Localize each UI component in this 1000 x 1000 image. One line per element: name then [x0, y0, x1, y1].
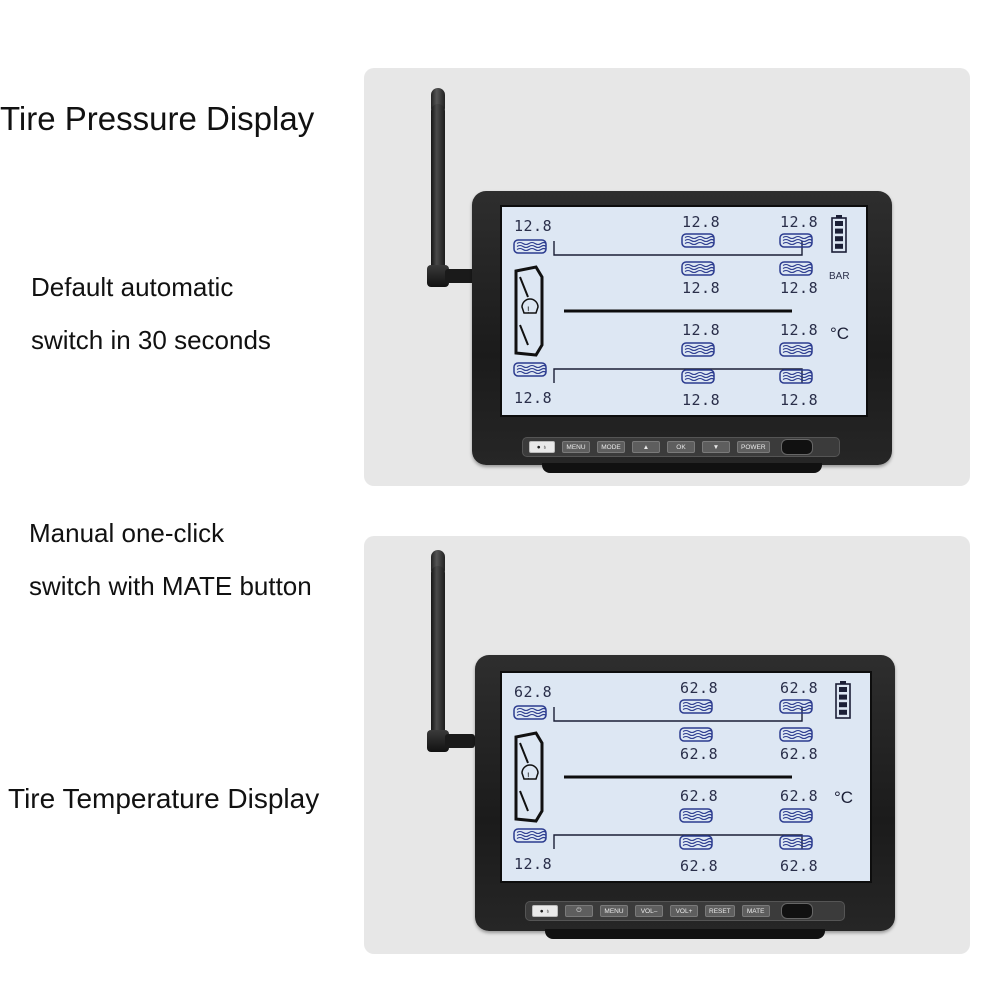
tire-reading: 12.8	[780, 279, 818, 297]
front-axle-line	[553, 707, 803, 722]
pressure-unit-label: BAR	[829, 271, 850, 282]
tire-reading: 12.8	[780, 213, 818, 231]
tire-reading: 12.8	[682, 213, 720, 231]
tire-reading: 12.8	[682, 321, 720, 339]
control-bar-bottom: ● ♁ ⏻ MENU VOL– VOL+ RESET MATE	[525, 901, 845, 921]
svg-text:!: !	[527, 771, 530, 781]
tpms-monitor-pressure: ! 12.8 12.8 12.8 12.8 12.8 12.8 12.8 12.8 12.8 12.…	[472, 191, 892, 473]
tire-icon	[513, 828, 547, 843]
temperature-unit-label: °C	[834, 788, 853, 807]
tire-reading: 62.8	[680, 679, 718, 697]
temperature-unit-label: °C	[830, 324, 849, 343]
tpms-monitor-temperature: ! 62.8 12.8 62.8 62.8 62.8 62.8 62.8 62.8 62.8 62.…	[475, 655, 895, 939]
volume-up-button[interactable]: VOL+	[670, 905, 698, 917]
menu-button[interactable]: MENU	[562, 441, 590, 453]
tire-icon	[779, 261, 813, 276]
lcd-screen-temperature: ! 62.8 12.8 62.8 62.8 62.8 62.8 62.8 62.8 62.8 62.…	[500, 671, 872, 883]
tire-reading: 12.8	[514, 217, 552, 235]
truck-warning-icon: !	[514, 731, 544, 823]
rear-axle-line	[553, 834, 803, 849]
tire-icon	[513, 362, 547, 377]
tire-reading: 62.8	[680, 857, 718, 875]
mode-button[interactable]: MODE	[597, 441, 625, 453]
tire-icon	[679, 835, 713, 850]
ok-button[interactable]: OK	[667, 441, 695, 453]
manual-switch-caption-line2: switch with MATE button	[29, 571, 312, 601]
tire-reading: 62.8	[780, 745, 818, 763]
tire-icon	[513, 239, 547, 254]
volume-down-button[interactable]: VOL–	[635, 905, 663, 917]
tire-icon	[779, 835, 813, 850]
tire-icon	[681, 261, 715, 276]
power-icon-button[interactable]: ⏻	[565, 905, 593, 917]
tire-icon	[779, 342, 813, 357]
tire-reading: 62.8	[680, 745, 718, 763]
tire-reading: 62.8	[514, 683, 552, 701]
up-button[interactable]: ▲	[632, 441, 660, 453]
tire-icon	[779, 808, 813, 823]
tire-reading: 12.8	[780, 391, 818, 409]
temperature-display-caption: Tire Temperature Display	[8, 783, 320, 814]
sensor-window	[780, 439, 813, 455]
tire-reading: 62.8	[780, 787, 818, 805]
pressure-display-caption: Tire Pressure Display	[0, 100, 315, 137]
rear-axle-line	[553, 368, 803, 383]
reset-button[interactable]: RESET	[705, 905, 735, 917]
lcd-screen-pressure: ! 12.8 12.8 12.8 12.8 12.8 12.8 12.8 12.8 12.8 12.…	[500, 205, 868, 417]
svg-text:!: !	[527, 305, 530, 315]
tire-reading: 12.8	[514, 389, 552, 407]
down-button[interactable]: ▼	[702, 441, 730, 453]
tire-icon	[779, 699, 813, 714]
tire-reading: 62.8	[780, 679, 818, 697]
tire-reading: 12.8	[780, 321, 818, 339]
front-axle-line	[553, 241, 803, 256]
microphone-icon: ● ♁	[529, 441, 555, 453]
tire-icon	[681, 233, 715, 248]
control-bar-top: ● ♁ MENU MODE ▲ OK ▼ POWER	[522, 437, 840, 457]
tire-icon	[779, 233, 813, 248]
tire-icon	[679, 808, 713, 823]
tire-reading: 12.8	[682, 391, 720, 409]
lcd-readout-temperature: ! 62.8 12.8 62.8 62.8 62.8 62.8 62.8 62.8 62.8 62.…	[513, 679, 853, 875]
auto-switch-caption-line2: switch in 30 seconds	[31, 325, 271, 355]
tire-reading: 62.8	[680, 787, 718, 805]
sensor-window	[780, 903, 813, 919]
truck-warning-icon: !	[514, 265, 544, 357]
auto-switch-caption-line1: Default automatic	[31, 272, 234, 302]
tire-reading: 12.8	[514, 855, 552, 873]
battery-icon	[831, 215, 847, 253]
tire-reading: 12.8	[682, 279, 720, 297]
menu-button[interactable]: MENU	[600, 905, 628, 917]
tire-icon	[679, 699, 713, 714]
tire-icon	[681, 369, 715, 384]
antenna-bottom	[427, 550, 476, 755]
tire-icon	[513, 705, 547, 720]
power-button[interactable]: POWER	[737, 441, 770, 453]
tire-icon	[779, 369, 813, 384]
lcd-readout-pressure: ! 12.8 12.8 12.8 12.8 12.8 12.8 12.8 12.8 12.8 12.…	[513, 213, 850, 409]
battery-icon	[835, 681, 851, 719]
manual-switch-caption-line1: Manual one-click	[29, 518, 225, 548]
tire-icon	[779, 727, 813, 742]
tire-icon	[681, 342, 715, 357]
antenna-top	[427, 88, 476, 293]
tire-icon	[679, 727, 713, 742]
mate-button[interactable]: MATE	[741, 905, 770, 917]
tire-reading: 62.8	[780, 857, 818, 875]
microphone-icon: ● ♁	[532, 905, 558, 917]
